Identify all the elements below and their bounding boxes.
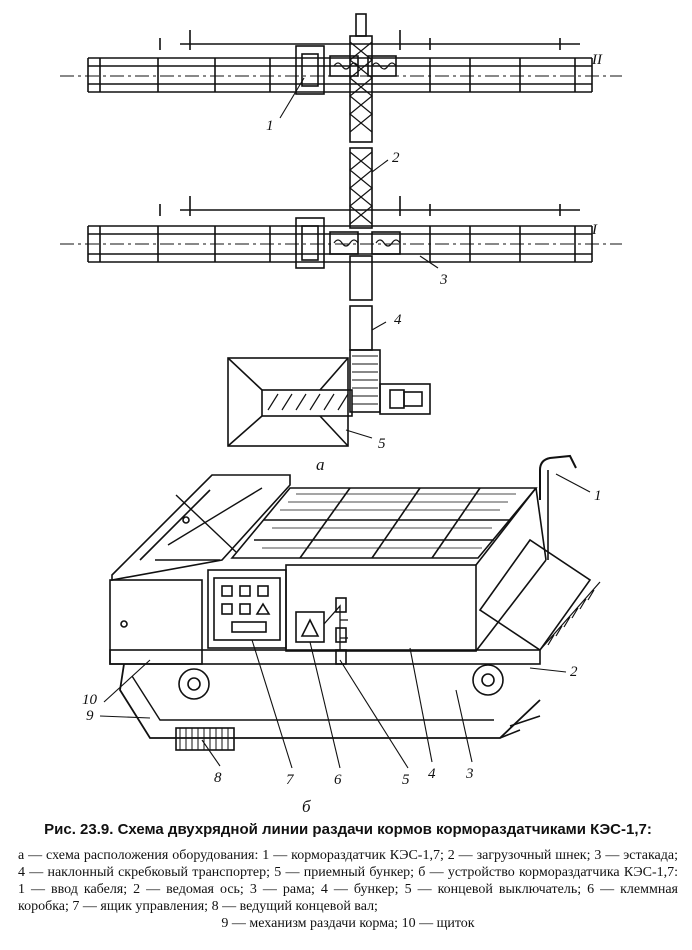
caption-legend-last: 9 — механизм раздачи корма; 10 — щиток: [221, 916, 475, 931]
label-b-10: 10: [82, 692, 98, 708]
receiving-hopper: [227, 349, 431, 447]
leader-lines: [99, 77, 591, 769]
equipment-diagram: 1 2 3 4 5 II I а 1 2 3 4 5 6 7 8 9 10 б: [60, 13, 622, 816]
label-b-8: 8: [214, 770, 222, 786]
inclined-conveyor: [349, 35, 373, 351]
label-b-6: 6: [334, 772, 342, 788]
label-b-2: 2: [570, 664, 578, 680]
row-label-i: I: [591, 222, 598, 238]
label-b-1: 1: [594, 488, 602, 504]
label-b-7: 7: [286, 772, 295, 788]
row-i-trestle: [60, 196, 622, 269]
caption-body: а — схема расположения оборудования: 1 —…: [18, 847, 678, 932]
figure-caption: Рис. 23.9. Схема двухрядной линии раздач…: [18, 820, 678, 932]
label-a-2: 2: [392, 150, 400, 166]
label-b-9: 9: [86, 708, 94, 724]
label-a-5: 5: [378, 436, 386, 452]
label-b-4: 4: [428, 766, 436, 782]
subfigure-a-label: а: [316, 455, 325, 474]
row-label-ii: II: [591, 52, 603, 68]
label-a-4: 4: [394, 312, 402, 328]
label-a-1: 1: [266, 118, 274, 134]
label-b-5: 5: [402, 772, 410, 788]
row-ii-trestle: [60, 13, 622, 95]
feeder-device: [109, 454, 601, 751]
subfigure-b-label: б: [302, 797, 311, 816]
caption-legend-text: а — схема расположения оборудования: 1 —…: [18, 848, 678, 914]
caption-title: Рис. 23.9. Схема двухрядной линии раздач…: [44, 821, 652, 838]
label-b-3: 3: [465, 766, 474, 782]
label-a-3: 3: [439, 272, 448, 288]
